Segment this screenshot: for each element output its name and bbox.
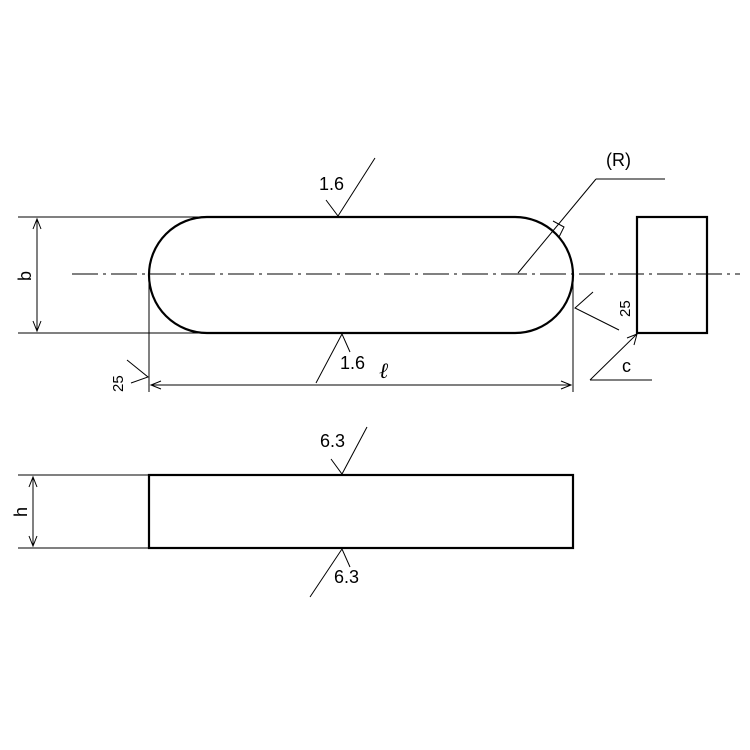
roughness-check-right <box>574 291 620 331</box>
radius-arrow <box>552 220 565 238</box>
roughness-symbol-side-top: 6.3 <box>320 426 368 475</box>
key-outline-side-view <box>147 473 575 550</box>
roughness-symbol-right: 25 <box>574 291 634 331</box>
key-outline-top-view <box>147 215 575 335</box>
roughness-symbol-left: 25 <box>110 359 150 392</box>
arrow-h-bottom <box>28 535 38 548</box>
roughness-value-side-top: 6.3 <box>320 431 345 451</box>
arrow-length-left <box>149 380 162 390</box>
roughness-symbol-side-bottom: 6.3 <box>309 547 359 598</box>
roughness-check-top <box>325 157 376 217</box>
chamfer-label: c <box>622 356 631 376</box>
chamfer-leader <box>589 333 638 381</box>
roughness-value-side-bottom: 6.3 <box>334 567 359 587</box>
arrow-b-bottom <box>32 320 42 333</box>
roughness-check-left <box>126 359 150 384</box>
end-view: c <box>589 215 709 381</box>
roughness-value-left: 25 <box>110 375 127 392</box>
arrow-length-right <box>560 380 573 390</box>
side-view: h 6.3 6.3 <box>11 426 575 598</box>
radius-leader <box>517 178 597 274</box>
roughness-check-side-top <box>330 426 368 475</box>
chamfer-arrow <box>626 333 638 346</box>
roughness-check-bottom <box>315 332 351 384</box>
roughness-symbol-top: 1.6 <box>319 157 376 217</box>
dimension-label-b: b <box>15 271 35 281</box>
key-outline-end-view <box>635 215 709 335</box>
radius-label: (R) <box>606 150 631 170</box>
dimension-label-length: ℓ <box>379 358 389 383</box>
roughness-value-bottom: 1.6 <box>340 353 365 373</box>
roughness-check-side-bottom <box>309 547 351 598</box>
roughness-value-right: 25 <box>617 300 634 317</box>
top-view: b ℓ (R) 1.6 1.6 25 25 <box>15 150 740 392</box>
arrow-h-top <box>28 475 38 488</box>
dimension-label-h: h <box>11 507 31 517</box>
roughness-value-top: 1.6 <box>319 174 344 194</box>
roughness-symbol-bottom: 1.6 <box>315 332 365 384</box>
arrow-b-top <box>32 217 42 230</box>
